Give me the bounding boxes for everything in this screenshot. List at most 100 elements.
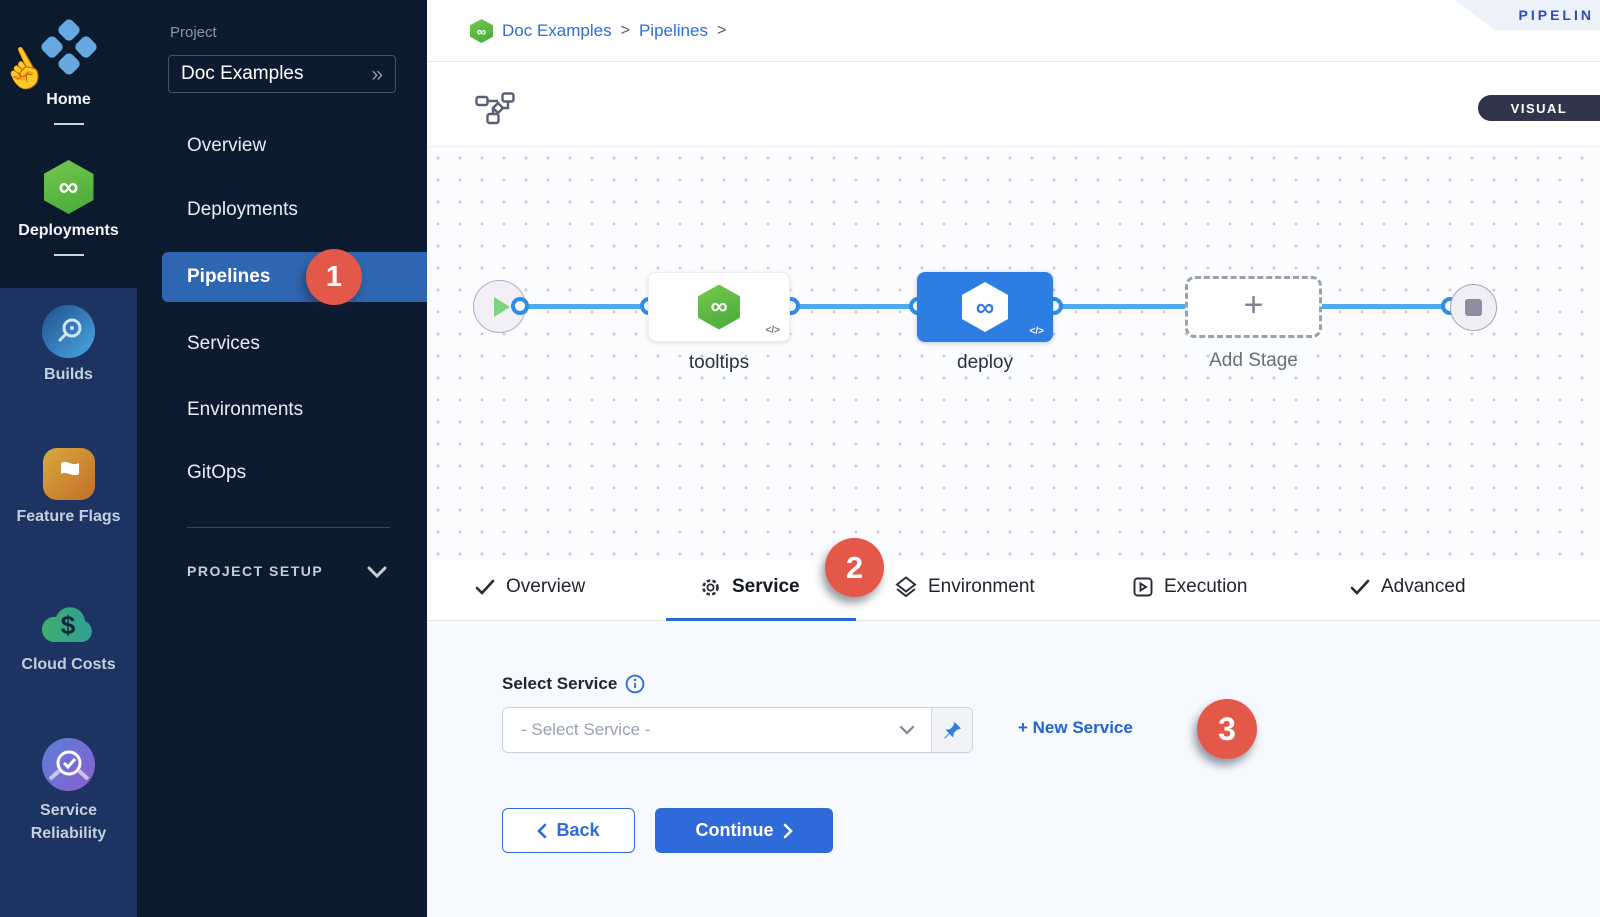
tab-label: Execution [1164,576,1248,597]
pipeline-canvas[interactable]: ∞ </> tooltips ∞ </> deploy + Add Stage [427,147,1600,560]
pipeline-end-node[interactable] [1450,284,1497,331]
visual-yaml-toggle[interactable]: VISUAL [1478,95,1600,121]
pin-service-button[interactable] [931,708,972,752]
sidebar-item-services[interactable]: Services [187,333,260,354]
module-rail: Home ∞ Deployments Builds [0,0,137,917]
select-service-dropdown[interactable]: - Select Service - [502,707,973,753]
tab-service[interactable]: Service [700,576,800,598]
project-label: Project [170,24,217,41]
service-config-panel: Select Service - Select Service - [427,621,1600,917]
connector-port [511,297,529,315]
builds-icon [42,305,95,358]
project-setup-section[interactable]: PROJECT SETUP [187,563,323,579]
select-service-placeholder: - Select Service - [521,720,651,739]
play-icon [493,296,510,317]
tab-label: Service [732,576,800,597]
tab-label: Advanced [1381,576,1466,597]
add-stage-label: Add Stage [1209,350,1298,371]
select-service-field[interactable]: - Select Service - [503,708,931,752]
module-active-indicator [53,254,84,256]
annotation-badge-3: 3 [1197,699,1257,759]
stage-node-deploy[interactable]: ∞ </> [917,272,1053,342]
sidebar-item-deployments[interactable]: ∞ Deployments [0,160,137,256]
plus-icon: + [1243,286,1264,324]
new-service-link[interactable]: + New Service [1018,718,1133,737]
main-content: ∞ Doc Examples > Pipelines > PIPELIN Hel… [427,0,1600,917]
chevron-down-icon[interactable] [367,566,387,579]
active-tab-indicator [666,618,856,621]
sidebar-item-label: Pipelines [187,266,271,287]
project-sidebar: Project Doc Examples » Overview Deployme… [137,0,427,917]
sidebar-item-builds[interactable]: Builds [0,305,137,384]
module-label: Cloud Costs [21,656,116,673]
svg-text:$: $ [60,610,75,640]
info-icon[interactable] [625,674,645,694]
gear-icon [702,578,719,596]
sidebar-item-home[interactable]: Home [0,16,137,125]
module-rail-lower-section [0,288,137,917]
tab-label: Overview [506,576,586,597]
pipeline-studio-banner: PIPELIN [1455,0,1600,30]
module-active-indicator [53,123,84,125]
pipeline-flowchart-icon [475,92,515,125]
sidebar-item-overview[interactable]: Overview [187,135,267,156]
breadcrumb-link-pipelines[interactable]: Pipelines [638,21,708,40]
add-stage-button[interactable]: + [1185,276,1322,338]
select-service-label: Select Service [502,674,645,694]
check-icon [1350,579,1370,595]
sidebar-item-cloud-costs[interactable]: $ Cloud Costs [0,596,137,674]
sidebar-item-gitops[interactable]: GitOps [187,462,247,483]
breadcrumb: ∞ Doc Examples > Pipelines > [470,19,726,43]
tab-label: Environment [928,576,1035,597]
continue-button-label: Continue [695,820,774,840]
tab-environment[interactable]: Environment [895,576,1035,598]
execution-icon [1133,577,1153,597]
chevron-down-icon [899,725,915,735]
check-icon [475,579,495,595]
service-reliability-icon [42,738,95,791]
deploy-stage-icon: ∞ [962,282,1008,332]
project-selector[interactable]: Doc Examples » [168,55,396,93]
sidebar-item-environments[interactable]: Environments [187,399,304,420]
chevron-right-icon [783,823,793,838]
chevron-left-icon [537,823,547,838]
deployments-icon: ∞ [43,160,94,214]
module-label: Builds [44,366,93,383]
pipeline-title-bar: Help Panel 1 VISUAL [427,62,1600,182]
back-button[interactable]: Back [502,808,635,853]
code-icon: </> [765,325,780,336]
pin-icon [943,721,961,738]
environment-icon [895,576,917,598]
back-button-label: Back [556,820,600,840]
sidebar-item-service-reliability[interactable]: Service Reliability [0,738,137,845]
project-setup-label: PROJECT SETUP [187,563,324,579]
harness-project-icon: ∞ [470,19,493,43]
sidebar-item-feature-flags[interactable]: Feature Flags [0,448,137,526]
breadcrumb-link-project[interactable]: Doc Examples [502,21,612,40]
continue-button[interactable]: Continue [655,808,833,853]
sidebar-item-pipelines[interactable]: Pipelines [162,252,427,302]
annotation-badge-2: 2 [825,538,884,597]
tab-overview[interactable]: Overview [475,576,585,598]
stage-label: deploy [957,352,1013,373]
stage-node-tooltips[interactable]: ∞ </> [648,272,790,342]
cloud-costs-icon: $ [39,596,99,648]
stage-label: tooltips [688,352,750,373]
project-name: Doc Examples [181,63,304,84]
breadcrumb-bar: ∞ Doc Examples > Pipelines > PIPELIN [427,0,1600,62]
module-label: Service Reliability [30,802,107,843]
expand-project-icon[interactable]: » [371,62,383,86]
home-icon [40,19,97,75]
stage-tabs-bar: Overview Service Environment [427,560,1600,621]
sidebar-item-deployments-nav[interactable]: Deployments [187,199,298,220]
custom-stage-icon: ∞ [698,284,740,330]
tab-advanced[interactable]: Advanced [1350,576,1466,598]
module-label: Feature Flags [16,508,121,525]
breadcrumb-separator: > [620,22,630,39]
feature-flags-icon [42,448,95,500]
annotation-badge-1: 1 [306,249,362,305]
sidebar-divider [187,527,390,528]
tab-execution[interactable]: Execution [1133,576,1247,598]
stop-icon [1465,299,1482,316]
